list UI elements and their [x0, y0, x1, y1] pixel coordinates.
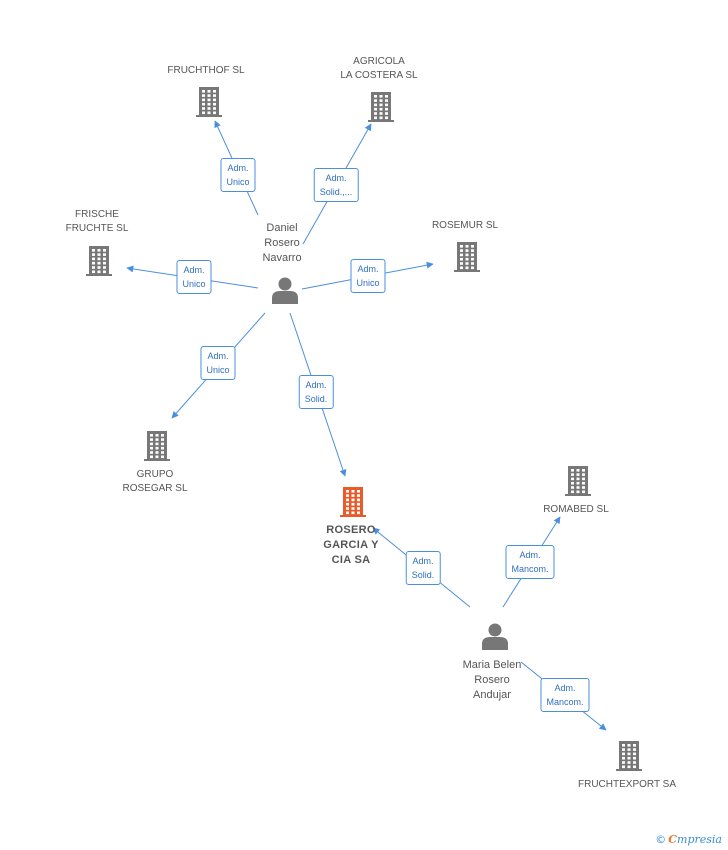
company-label-romabed[interactable]: ROMABED SL — [543, 504, 609, 515]
company-label-rosegar[interactable]: GRUPO ROSEGAR SL — [122, 469, 188, 494]
role-label-maria-fruchtexport[interactable]: Adm. Mancom. — [540, 678, 590, 712]
person-maria-person-icon[interactable] — [482, 623, 508, 651]
company-rosegar-building-icon[interactable] — [144, 431, 170, 461]
company-fruchthof-building-icon[interactable] — [196, 87, 222, 117]
empresia-watermark[interactable]: ©Cmpresia — [655, 833, 722, 846]
role-label-daniel-fruchthof[interactable]: Adm. Unico — [220, 158, 256, 192]
person-label-maria[interactable]: Maria Belen Rosero Andujar — [462, 659, 522, 701]
company-frische-building-icon[interactable] — [86, 246, 112, 276]
edges-layer — [126, 120, 607, 731]
company-label-fruchthof[interactable]: FRUCHTHOF SL — [167, 65, 245, 76]
person-label-daniel[interactable]: Daniel Rosero Navarro — [262, 222, 302, 264]
role-label-maria-rosero[interactable]: Adm. Solid. — [405, 551, 441, 585]
company-label-rosero[interactable]: ROSERO GARCIA Y CIA SA — [323, 524, 379, 566]
company-agricola-building-icon[interactable] — [368, 92, 394, 122]
person-daniel-person-icon[interactable] — [272, 277, 298, 305]
company-label-rosemur[interactable]: ROSEMUR SL — [431, 220, 499, 231]
company-romabed-building-icon[interactable] — [565, 466, 591, 496]
icons-layer — [86, 87, 642, 771]
main-company-rosero-building-icon[interactable] — [340, 487, 366, 517]
brand-name: mpresia — [677, 833, 722, 846]
role-label-daniel-frische[interactable]: Adm. Unico — [176, 260, 212, 294]
role-label-daniel-rosemur[interactable]: Adm. Unico — [350, 259, 386, 293]
company-fruchtexport-building-icon[interactable] — [616, 741, 642, 771]
role-label-daniel-agricola[interactable]: Adm. Solid.,... — [313, 168, 359, 202]
company-label-agricola[interactable]: AGRICOLA LA COSTERA SL — [340, 56, 418, 81]
role-label-daniel-rosero[interactable]: Adm. Solid. — [298, 375, 334, 409]
company-rosemur-building-icon[interactable] — [454, 242, 480, 272]
role-label-daniel-rosegar[interactable]: Adm. Unico — [200, 346, 236, 380]
brand-initial: C — [668, 833, 678, 846]
company-label-frische[interactable]: FRISCHE FRUCHTE SL — [65, 209, 129, 234]
company-label-fruchtexport[interactable]: FRUCHTEXPORT SA — [578, 779, 676, 790]
role-label-maria-romabed[interactable]: Adm. Mancom. — [505, 545, 555, 579]
copyright-symbol: © — [655, 833, 667, 846]
